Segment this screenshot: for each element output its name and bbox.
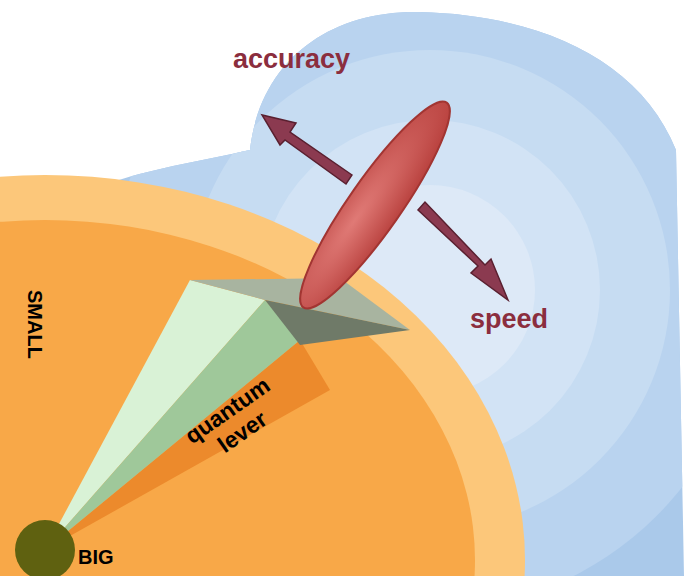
text-label: BIG: [78, 546, 114, 569]
lever-arm: [45, 278, 410, 550]
lever-handle: [282, 88, 468, 323]
text-label: SMALL: [23, 290, 46, 359]
text-label: accuracy: [233, 44, 350, 75]
text-label: speed: [470, 304, 548, 335]
dial: [0, 175, 525, 576]
direction-arrows: [262, 115, 508, 300]
pivot: [15, 520, 75, 576]
